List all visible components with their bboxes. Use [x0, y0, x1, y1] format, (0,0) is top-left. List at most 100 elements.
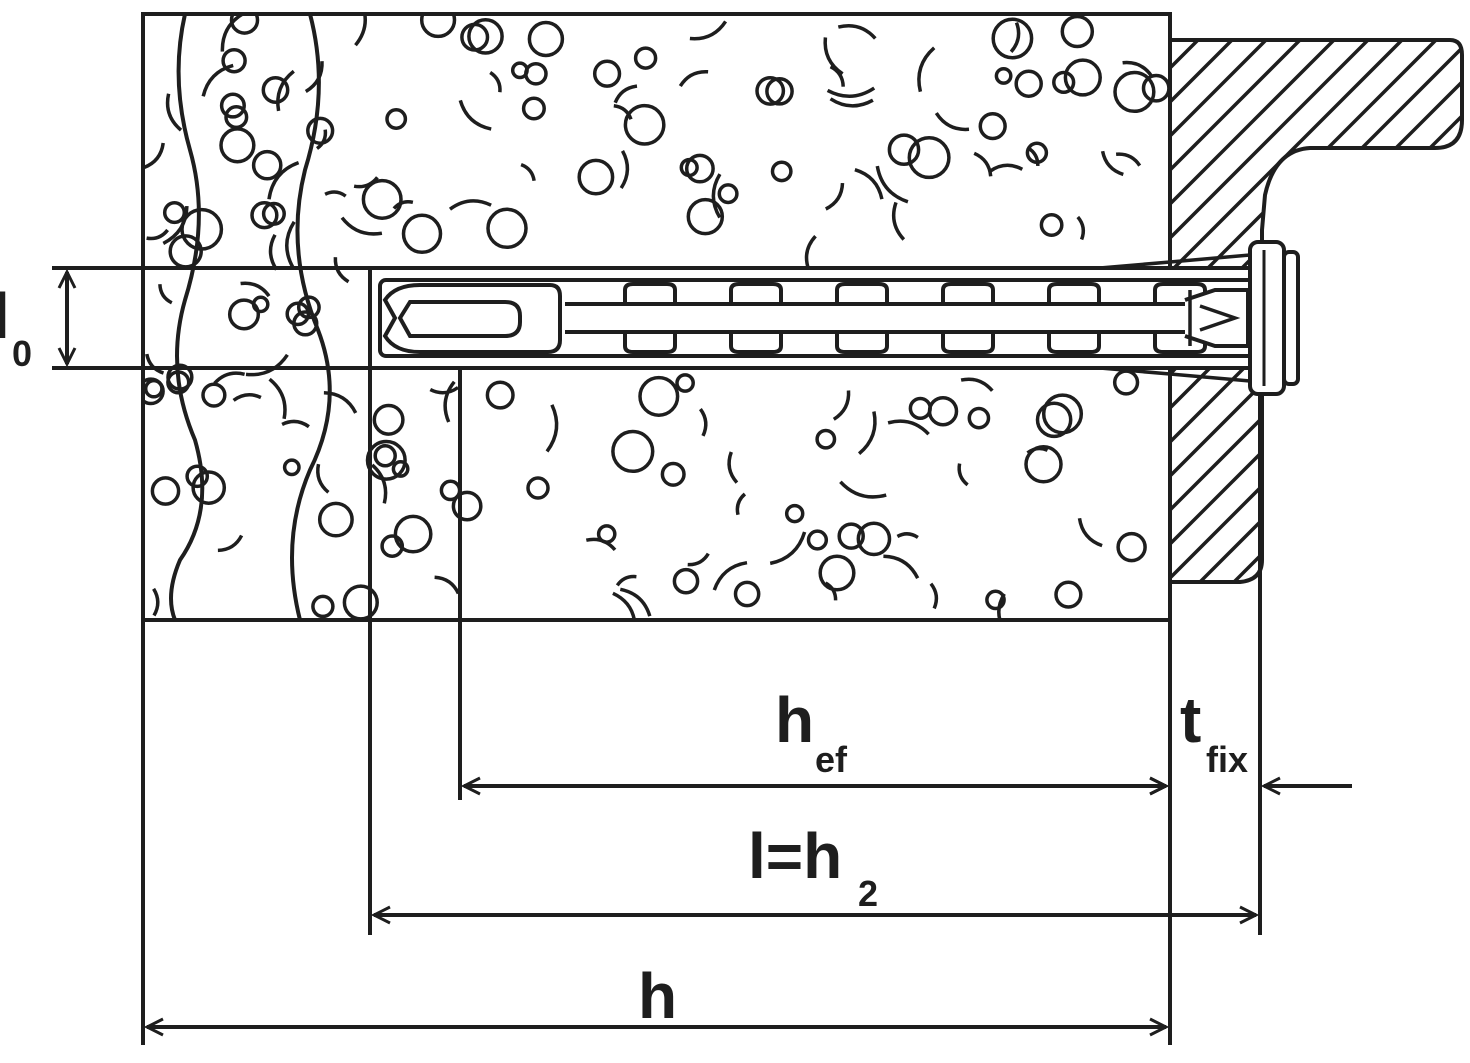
- aggregate-pebble: [460, 22, 490, 52]
- aggregate-pebble: [229, 14, 260, 35]
- aggregate-pebble: [162, 201, 187, 225]
- aggregate-pebble: [1039, 213, 1064, 237]
- svg-text:ef: ef: [815, 739, 848, 780]
- label-h: h: [638, 960, 677, 1032]
- aggregate-fiber: [619, 150, 630, 190]
- aggregate-pebble: [770, 160, 793, 183]
- aggregate-pebble: [401, 213, 443, 255]
- aggregate-fiber: [887, 419, 930, 436]
- aggregate-pebble: [191, 470, 227, 505]
- aggregate-pebble: [784, 503, 805, 524]
- hatch-line: [1384, 40, 1462, 582]
- aggregate-pebble: [978, 111, 1007, 141]
- aggregate-fiber: [1100, 150, 1124, 177]
- aggregate-fiber: [1122, 60, 1153, 78]
- label-l-h2: l=h 2: [748, 820, 878, 914]
- aggregate-fiber: [857, 411, 877, 456]
- hatch-line: [1170, 40, 1410, 582]
- aggregate-fiber: [826, 86, 876, 98]
- aggregate-pebble: [306, 116, 335, 145]
- aggregate-fiber: [613, 104, 633, 120]
- svg-text:h: h: [775, 684, 814, 756]
- aggregate-pebble: [672, 567, 700, 595]
- aggregate-fiber: [711, 173, 722, 219]
- anchor-rib: [729, 282, 783, 354]
- hatch-line: [1170, 40, 1342, 582]
- aggregate-fiber: [146, 228, 169, 241]
- aggregate-fiber: [158, 284, 173, 305]
- aggregate-pebble: [467, 18, 504, 55]
- break-line-left: [169, 13, 205, 621]
- aggregate-pebble: [251, 149, 283, 181]
- anchor-rib: [941, 282, 995, 354]
- aggregate-fiber: [735, 492, 747, 516]
- aggregate-pebble: [1063, 58, 1102, 97]
- aggregate-pebble: [250, 201, 279, 230]
- aggregate-pebble: [365, 439, 407, 481]
- aggregate-fiber: [891, 201, 906, 241]
- aggregate-pebble: [675, 373, 695, 393]
- aggregate-fiber: [1009, 21, 1021, 53]
- anchor-assembly: [368, 240, 1300, 396]
- aggregate-fiber: [1077, 517, 1103, 548]
- break-line-right: [290, 13, 332, 621]
- aggregate-pebble: [510, 61, 529, 80]
- aggregate-fiber: [837, 23, 877, 40]
- aggregate-fiber: [769, 531, 807, 566]
- aggregate-pebble: [451, 490, 483, 522]
- aggregate-pebble: [486, 207, 528, 250]
- aggregate-fiber: [285, 220, 296, 269]
- label-hef-main: h: [775, 684, 814, 756]
- aggregate-fiber: [619, 587, 652, 617]
- aggregate-pebble: [907, 136, 951, 180]
- aggregate-pebble: [733, 580, 761, 608]
- aggregate-pebble: [994, 66, 1013, 85]
- aggregate-fiber: [232, 393, 262, 402]
- svg-text:l: l: [0, 280, 10, 352]
- aggregate-pebble: [261, 76, 290, 104]
- aggregate-fiber: [276, 69, 295, 112]
- label-hef: h ef: [775, 684, 848, 780]
- aggregate-fiber: [823, 37, 844, 76]
- aggregate-fiber: [165, 93, 183, 132]
- aggregate-fiber: [152, 587, 160, 617]
- aggregate-fiber: [712, 560, 748, 591]
- aggregate-pebble: [765, 76, 794, 106]
- aggregate-pebble: [221, 47, 247, 74]
- aggregate-fiber: [353, 176, 379, 189]
- aggregate-pebble: [633, 46, 658, 70]
- aggregate-pebble: [1014, 69, 1043, 98]
- label-d0-main: l: [0, 280, 10, 352]
- label-l-h2-sub: 2: [858, 873, 878, 914]
- aggregate-pebble: [1024, 445, 1063, 484]
- aggregate-fiber: [162, 206, 189, 245]
- aggregate-fiber: [896, 532, 919, 539]
- aggregate-fiber: [143, 142, 165, 170]
- aggregate-pebble: [1025, 141, 1049, 165]
- anchor-rib: [623, 282, 677, 354]
- aggregate-fiber: [458, 99, 492, 131]
- aggregate-pebble: [686, 197, 725, 236]
- aggregate-pebble: [611, 429, 655, 474]
- svg-text:fix: fix: [1206, 739, 1248, 780]
- aggregate-pebble: [684, 153, 715, 184]
- svg-text:l=h: l=h: [748, 820, 842, 892]
- aggregate-fiber: [371, 463, 388, 504]
- aggregate-pebble: [638, 375, 680, 417]
- anchor-rib: [835, 282, 889, 354]
- aggregate-fiber: [832, 390, 851, 421]
- aggregate-pebble: [1035, 401, 1073, 439]
- aggregate-pebble: [837, 522, 865, 550]
- aggregate-fiber: [434, 575, 460, 595]
- aggregate-fiber: [443, 380, 456, 423]
- aggregate-fiber: [934, 112, 970, 132]
- aggregate-fiber: [973, 151, 993, 177]
- aggregate-fiber: [917, 46, 936, 93]
- svg-text:2: 2: [858, 873, 878, 914]
- aggregate-pebble: [143, 378, 164, 399]
- aggregate-pebble: [385, 108, 408, 130]
- aggregate-fiber: [727, 451, 739, 484]
- anchor-rib: [1153, 282, 1207, 354]
- aggregate-pebble: [818, 554, 856, 592]
